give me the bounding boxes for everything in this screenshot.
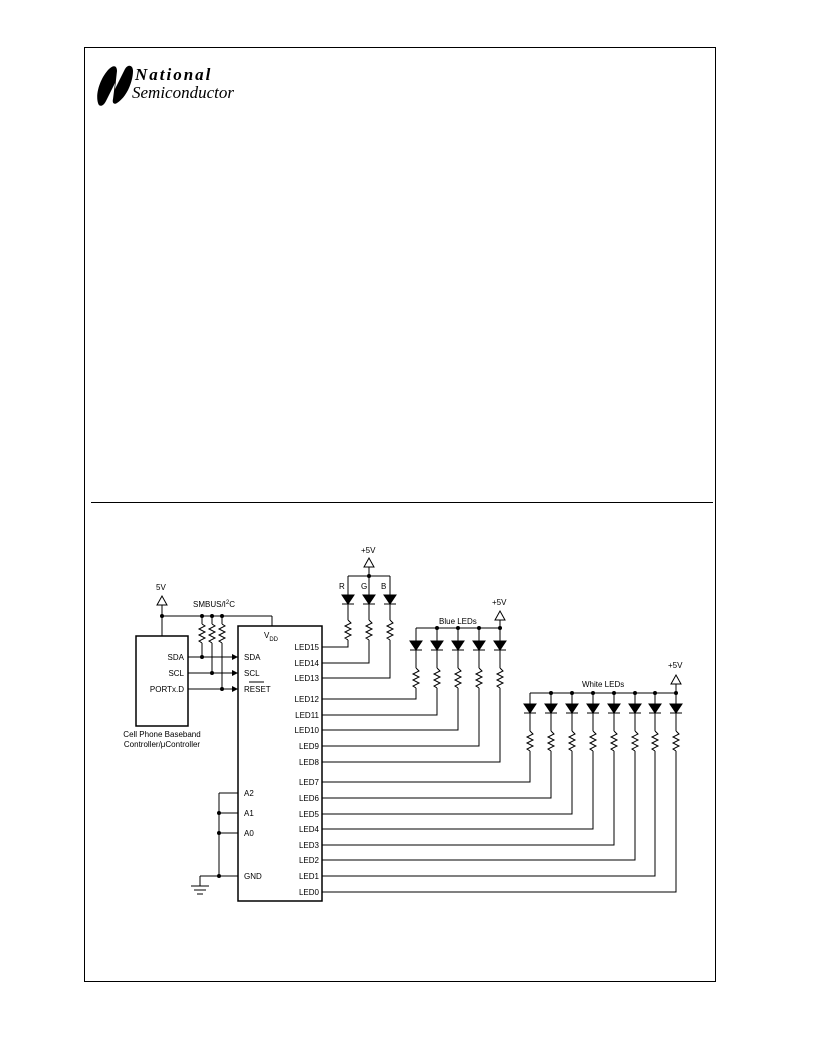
logo-text-semiconductor: Semiconductor	[132, 83, 234, 102]
chip-pin-led11: LED11	[295, 711, 319, 720]
page-border	[84, 47, 716, 982]
chip-pin-gnd: GND	[244, 872, 262, 881]
chip-pin-led13: LED13	[295, 674, 320, 683]
controller-pin-scl: SCL	[168, 669, 184, 678]
rgb-supply-label: +5V	[361, 546, 376, 555]
rgb-label-g: G	[361, 582, 367, 591]
chip-vdd-label: VDD	[264, 631, 279, 643]
chip-pin-led6: LED6	[299, 794, 320, 803]
rgb-label-b: B	[381, 582, 386, 591]
chip-pin-led4: LED4	[299, 825, 320, 834]
chip-pin-led2: LED2	[299, 856, 320, 865]
chip-pin-led0: LED0	[299, 888, 320, 897]
chip-pin-a2: A2	[244, 789, 254, 798]
chip-pin-led15: LED15	[295, 643, 320, 652]
controller-pin-portx-d: PORTx.D	[150, 685, 184, 694]
chip-pin-led1: LED1	[299, 872, 320, 881]
blue-leds-label: Blue LEDs	[439, 617, 477, 626]
rgb-label-r: R	[339, 582, 345, 591]
chip-pin-led14: LED14	[295, 659, 320, 668]
white-leds-label: White LEDs	[582, 680, 624, 689]
chip-pin-scl: SCL	[244, 669, 260, 678]
chip-pin-led7: LED7	[299, 778, 320, 787]
controller-caption-line1: Cell Phone Baseband	[123, 730, 200, 739]
chip-pin-reset: RESET	[244, 685, 271, 694]
white-supply-label: +5V	[668, 661, 683, 670]
controller-caption-line2: Controller/μController	[124, 740, 201, 749]
section-divider	[91, 502, 713, 503]
national-logo-icon	[97, 65, 133, 106]
chip-pin-led10: LED10	[295, 726, 320, 735]
chip-pin-led5: LED5	[299, 810, 320, 819]
controller-pin-sda: SDA	[168, 653, 185, 662]
blue-supply-label: +5V	[492, 598, 507, 607]
chip-pin-led9: LED9	[299, 742, 320, 751]
chip-pin-led12: LED12	[295, 695, 320, 704]
chip-pin-led8: LED8	[299, 758, 320, 767]
national-semiconductor-logo: National Semiconductor	[95, 63, 265, 109]
bus-label: SMBUS/I2C	[193, 600, 235, 609]
supply-5v-label: 5V	[156, 583, 166, 592]
chip-pin-sda: SDA	[244, 653, 261, 662]
chip-pin-a1: A1	[244, 809, 254, 818]
chip-pin-a0: A0	[244, 829, 254, 838]
logo-text-national: National	[135, 65, 213, 84]
chip-pin-led3: LED3	[299, 841, 320, 850]
